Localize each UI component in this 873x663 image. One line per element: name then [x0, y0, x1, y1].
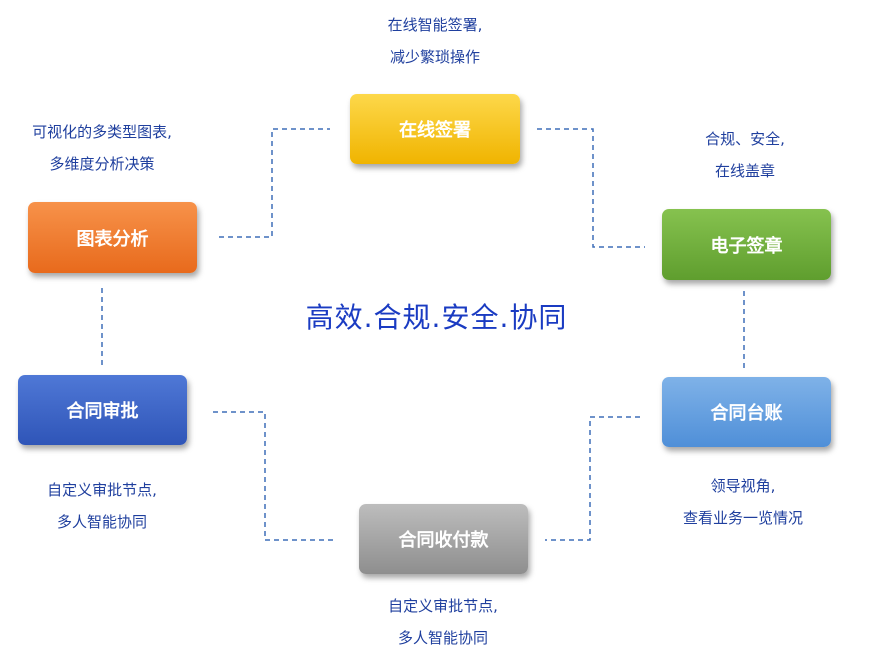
- chart-desc-line2: 多维度分析决策: [49, 155, 155, 173]
- node-electronic-seal[interactable]: 电子签章: [662, 209, 831, 280]
- seal-description: 合规、安全, 在线盖章: [645, 123, 845, 187]
- node-contract-approval-label: 合同审批: [66, 401, 139, 422]
- chart-description: 可视化的多类型图表, 多维度分析决策: [2, 116, 202, 180]
- payment-desc-line2: 多人智能协同: [397, 629, 488, 647]
- seal-desc-line1: 合规、安全,: [705, 130, 785, 148]
- payment-desc-line1: 自定义审批节点,: [388, 597, 498, 615]
- node-contract-payment[interactable]: 合同收付款: [359, 504, 528, 574]
- node-contract-approval[interactable]: 合同审批: [18, 375, 187, 445]
- approval-desc-line2: 多人智能协同: [56, 513, 147, 531]
- connector-chart-sign: [219, 128, 330, 238]
- node-contract-payment-label: 合同收付款: [398, 530, 489, 551]
- sign-description: 在线智能签署, 减少繁琐操作: [335, 9, 535, 73]
- approval-desc-line1: 自定义审批节点,: [47, 481, 157, 499]
- node-contract-ledger-label: 合同台账: [710, 403, 783, 424]
- seal-desc-line2: 在线盖章: [714, 162, 775, 180]
- node-chart-analysis-label: 图表分析: [76, 228, 149, 250]
- approval-description: 自定义审批节点, 多人智能协同: [2, 474, 202, 538]
- ledger-desc-line1: 领导视角,: [710, 477, 776, 495]
- chart-desc-line1: 可视化的多类型图表,: [32, 123, 172, 141]
- node-contract-ledger[interactable]: 合同台账: [662, 377, 831, 447]
- connector-sign-seal: [537, 128, 645, 248]
- node-chart-analysis[interactable]: 图表分析: [28, 202, 197, 273]
- connector-payment-approval: [210, 411, 333, 541]
- ledger-desc-line2: 查看业务一览情况: [682, 509, 803, 527]
- center-title: 高效.合规.安全.协同: [305, 301, 568, 334]
- connector-ledger-payment: [545, 416, 640, 541]
- payment-description: 自定义审批节点, 多人智能协同: [343, 590, 543, 654]
- node-online-sign[interactable]: 在线签署: [350, 94, 520, 164]
- node-online-sign-label: 在线签署: [399, 120, 471, 141]
- node-electronic-seal-label: 电子签章: [710, 235, 783, 257]
- sign-desc-line1: 在线智能签署,: [387, 16, 483, 34]
- ledger-description: 领导视角, 查看业务一览情况: [638, 470, 848, 534]
- sign-desc-line2: 减少繁琐操作: [389, 48, 480, 66]
